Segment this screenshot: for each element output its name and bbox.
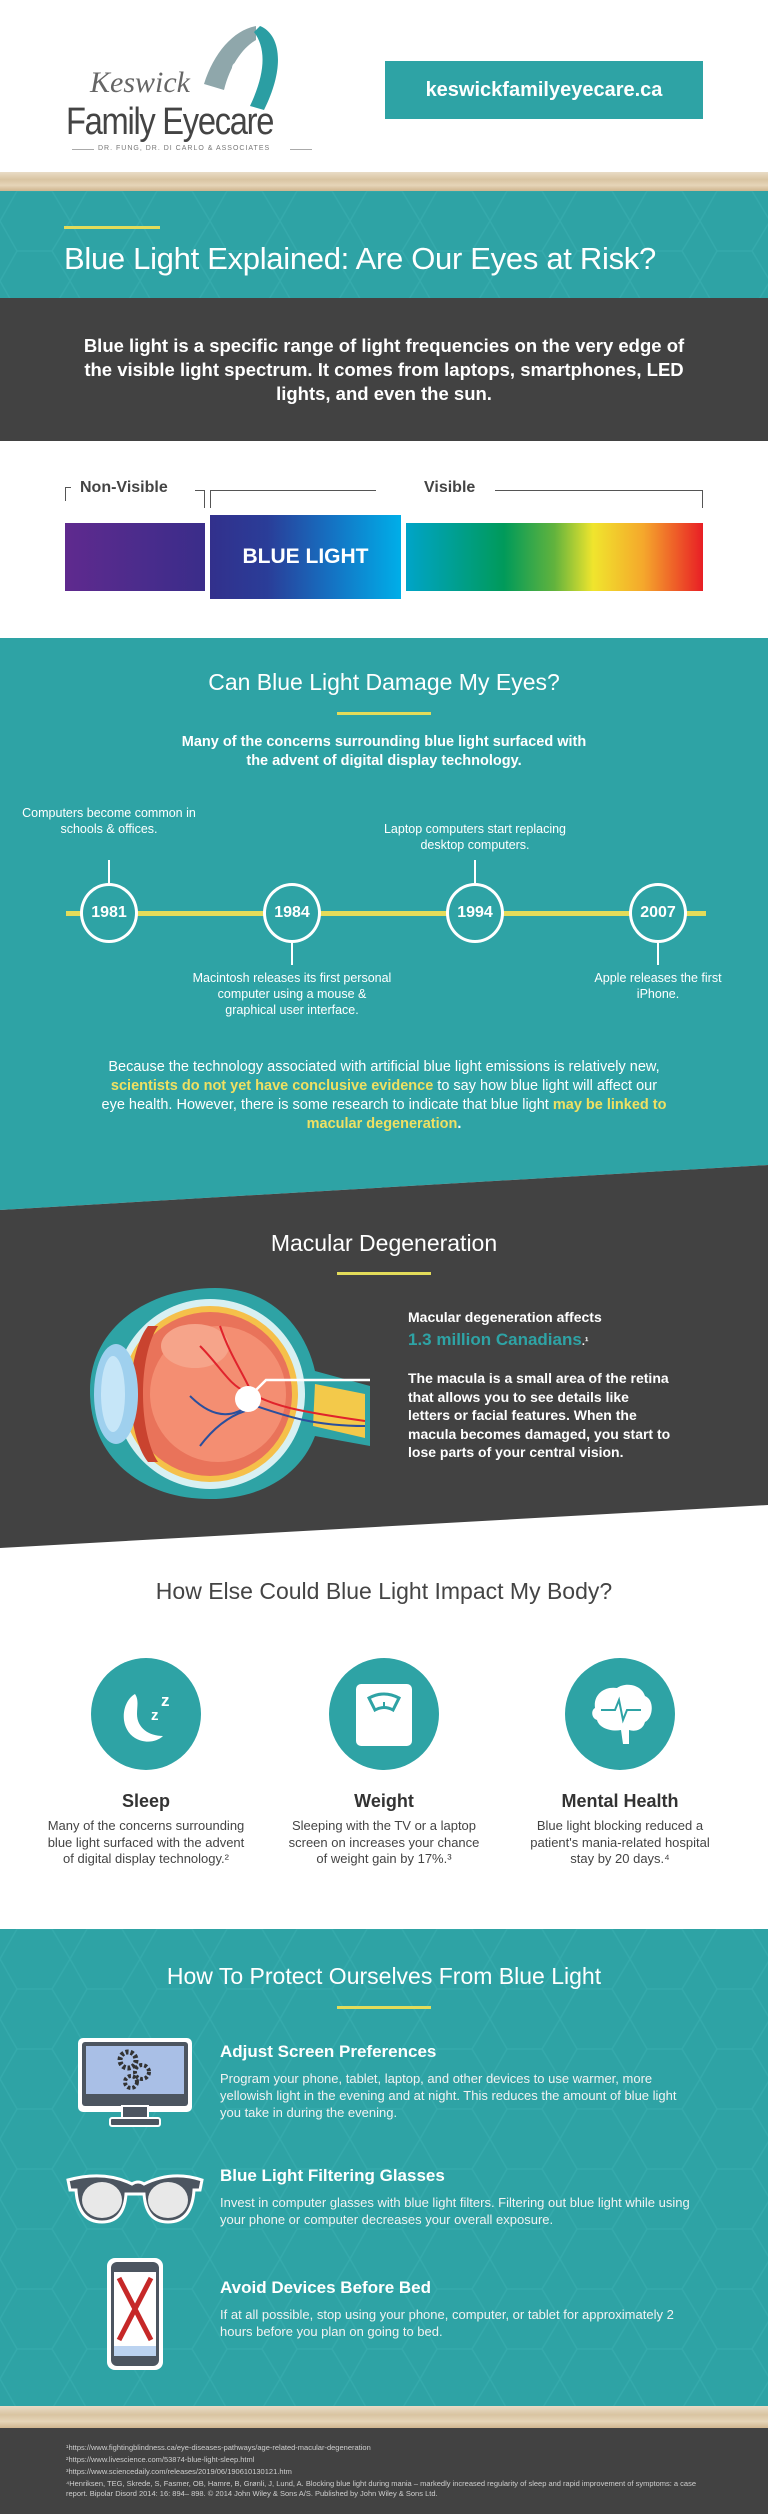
visible-label: Visible <box>424 479 476 496</box>
protect-text: Invest in computer glasses with blue lig… <box>220 2195 690 2227</box>
logo[interactable]: Keswick Family Eyecare DR. FUNG, DR. DI … <box>66 22 326 156</box>
footnote: ³https://www.sciencedaily.com/releases/2… <box>66 2467 292 2476</box>
impact-title: Mental Health <box>561 1791 679 1811</box>
section-title: How To Protect Ourselves From Blue Light <box>166 1963 602 1989</box>
accent-bar <box>337 2006 431 2009</box>
eye-anatomy-illustration <box>90 1288 370 1499</box>
accent-bar <box>64 226 160 229</box>
timeline-line <box>66 911 706 916</box>
section-title: Can Blue Light Damage My Eyes? <box>208 669 560 695</box>
blue-light-bar: BLUE LIGHT <box>210 515 401 599</box>
section-subtitle: Many of the concerns surrounding blue li… <box>181 734 587 769</box>
protect-title: Blue Light Filtering Glasses <box>220 2166 445 2185</box>
protect-text: If at all possible, stop using your phon… <box>220 2307 674 2339</box>
macular-affects: Macular degeneration affects <box>408 1309 602 1325</box>
impact-text: Blue light blocking reduced a patient's … <box>530 1818 710 1866</box>
macular-stat: 1.3 million Canadians.¹ <box>408 1330 589 1349</box>
protect-title: Adjust Screen Preferences <box>220 2042 437 2061</box>
monitor-gears-icon <box>78 2038 192 2127</box>
impact-title: Weight <box>354 1791 414 1811</box>
website-button[interactable]: keswickfamilyeyecare.ca <box>385 61 703 119</box>
section-title: Macular Degeneration <box>270 1230 498 1256</box>
logo-eye-icon <box>204 26 278 110</box>
hex-pattern <box>0 191 768 298</box>
logo-tagline: DR. FUNG, DR. DI CARLO & ASSOCIATES <box>98 145 271 152</box>
highlight: may be linked to macular degeneration <box>306 1097 667 1132</box>
phone-crossed-icon <box>107 2258 163 2370</box>
impact-text: Many of the concerns surrounding blue li… <box>47 1818 245 1866</box>
non-visible-bar <box>65 523 205 591</box>
impact-text: Sleeping with the TV or a laptop screen … <box>288 1818 480 1866</box>
timeline-year-1981: 1981 <box>80 883 138 943</box>
footnote: ²https://www.livescience.com/53874-blue-… <box>66 2455 255 2464</box>
divider <box>290 149 312 150</box>
hero-banner: Blue Light Explained: Are Our Eyes at Ri… <box>0 191 768 298</box>
glasses-icon <box>66 2174 204 2224</box>
timeline-caption: Computers become common in schools & off… <box>22 806 196 836</box>
divider <box>72 149 94 150</box>
highlight: scientists do not yet have conclusive ev… <box>110 1078 434 1094</box>
footnotes <box>0 2428 768 2514</box>
footnote: ⁴Henriksen, TEG, Skrede, S, Fasmer, OB, … <box>66 2479 697 2498</box>
wood-divider <box>0 172 768 191</box>
protect-text: Program your phone, tablet, laptop, and … <box>220 2071 677 2120</box>
blue-light-label: BLUE LIGHT <box>242 545 369 568</box>
timeline-caption: Laptop computers start replacing desktop… <box>383 822 567 852</box>
visible-spectrum-bar <box>406 523 703 591</box>
research-paragraph: Because the technology associated with a… <box>101 1059 667 1132</box>
accent-bar <box>337 712 431 715</box>
section-title: How Else Could Blue Light Impact My Body… <box>155 1578 613 1604</box>
timeline-year-1994: 1994 <box>446 883 504 943</box>
non-visible-label: Non-Visible <box>80 479 168 496</box>
logo-name: Family Eyecare <box>66 101 274 143</box>
accent-bar <box>337 1272 431 1275</box>
impact-title: Sleep <box>121 1791 171 1811</box>
footnote: ¹https://www.fightingblindness.ca/eye-di… <box>66 2443 371 2452</box>
scale-icon <box>329 1658 439 1770</box>
intro-text: Blue light is a specific range of light … <box>83 335 685 404</box>
page-title: Blue Light Explained: Are Our Eyes at Ri… <box>64 241 656 276</box>
wood-divider <box>0 2406 768 2428</box>
intro-band: Blue light is a specific range of light … <box>0 298 768 441</box>
svg-text:z: z <box>161 1691 170 1710</box>
timeline-caption: Apple releases the first iPhone. <box>594 971 722 1001</box>
timeline-year-1984: 1984 <box>263 883 321 943</box>
protect-title: Avoid Devices Before Bed <box>220 2278 431 2297</box>
logo-script: Keswick <box>90 66 190 99</box>
timeline-year-2007: 2007 <box>629 883 687 943</box>
macular-description: The macula is a small area of the retina… <box>408 1370 671 1460</box>
svg-text:z: z <box>151 1707 159 1724</box>
brain-icon <box>565 1658 675 1770</box>
timeline-caption: Macintosh releases its first personal co… <box>192 971 392 1017</box>
